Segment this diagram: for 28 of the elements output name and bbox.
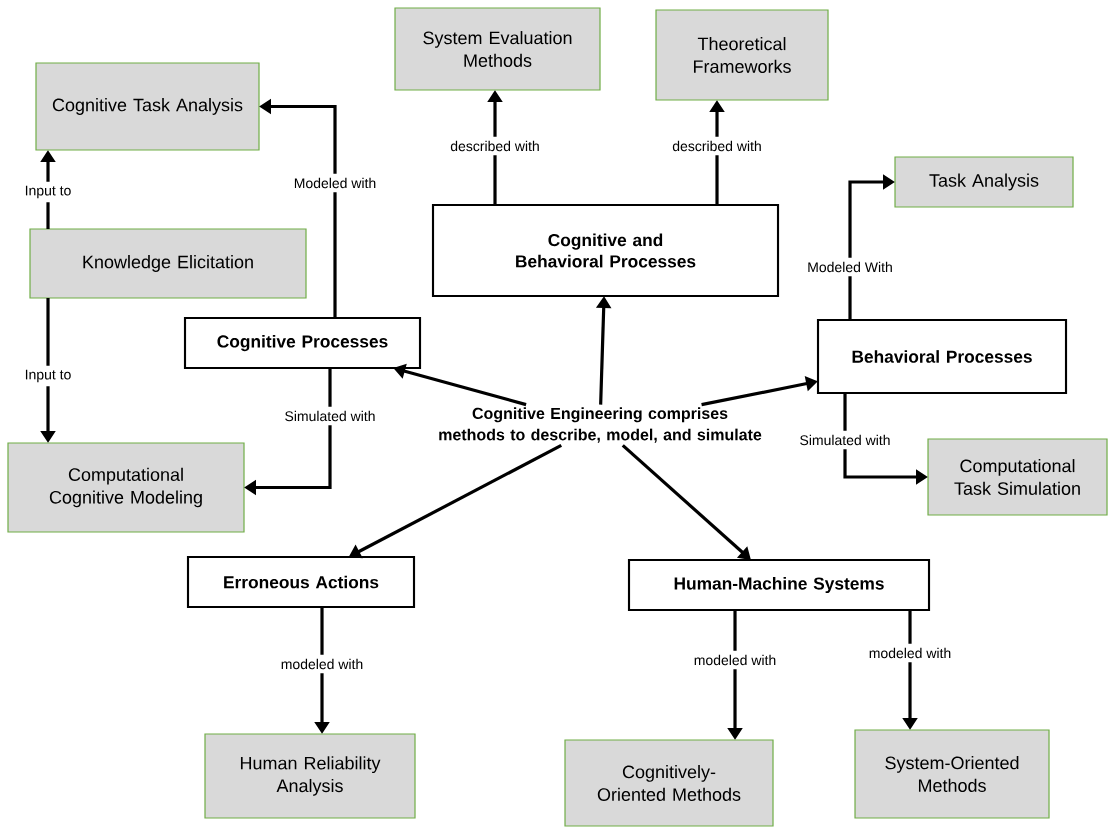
edge-label: modeled with bbox=[689, 650, 781, 670]
central-statement: Cognitive Engineering comprises methods to describe, model, and simulate bbox=[439, 407, 762, 443]
edge-label: Simulated with bbox=[795, 430, 895, 450]
process-box: Cognitive Processes bbox=[183, 316, 422, 370]
edge-label: Simulated with bbox=[280, 406, 380, 426]
method-box: System-Oriented Methods bbox=[854, 729, 1050, 819]
edge-label: described with bbox=[446, 136, 544, 156]
process-box: Erroneous Actions bbox=[186, 555, 416, 609]
edge-label: modeled with bbox=[864, 643, 956, 663]
method-box: System Evaluation Methods bbox=[394, 7, 601, 91]
edge-label: Modeled with bbox=[289, 173, 381, 193]
method-box: Cognitive Task Analysis bbox=[35, 62, 260, 151]
edge-label: Input to bbox=[20, 181, 76, 203]
edge-label: Input to bbox=[20, 365, 76, 387]
method-box: Computational Task Simulation bbox=[927, 438, 1108, 516]
process-box: Human-Machine Systems bbox=[627, 558, 931, 612]
method-box: Knowledge Elicitation bbox=[29, 228, 307, 299]
process-box: Behavioral Processes bbox=[816, 318, 1068, 395]
arrow bbox=[621, 444, 751, 560]
method-box: Task Analysis bbox=[894, 156, 1074, 208]
process-box: Cognitive and Behavioral Processes bbox=[431, 203, 780, 298]
edge-label: modeled with bbox=[276, 654, 368, 674]
edge-label: Modeled With bbox=[803, 257, 897, 277]
method-box: Computational Cognitive Modeling bbox=[7, 442, 245, 533]
edge-label: described with bbox=[668, 136, 766, 156]
method-box: Human Reliability Analysis bbox=[204, 733, 416, 819]
method-box: Theoretical Frameworks bbox=[655, 9, 829, 101]
method-box: Cognitively-Oriented Methods bbox=[564, 739, 774, 827]
